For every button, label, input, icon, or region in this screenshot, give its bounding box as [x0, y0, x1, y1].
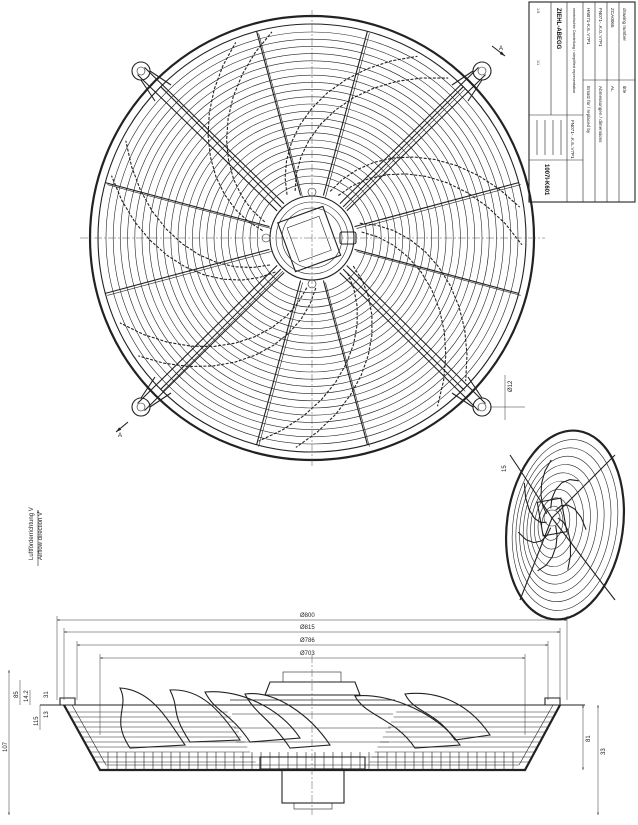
dim-d4: Ø703 — [300, 651, 315, 657]
mount-hole-bl — [131, 397, 151, 417]
dim-h-f: 13 — [44, 711, 50, 718]
perspective-view: 15 — [502, 429, 626, 621]
tb-company: ZIEHL-ABEGG — [555, 8, 561, 50]
tb-scale: 1:5 — [536, 8, 540, 13]
tb-row2-num: FN071-..K.0..V7P1 — [598, 8, 603, 47]
tb-col-drawing-number: drawing number — [622, 8, 627, 41]
tb-sheet: 1/1 — [536, 60, 540, 65]
dim-h-g: 31 — [44, 691, 50, 698]
tb-drawing-no: 1007I-K601 — [543, 164, 549, 196]
mount-hole-tl — [131, 61, 151, 81]
dim-h-a: 33 — [601, 748, 607, 755]
tb-row3-num: HN071-K.6..V7P1 — [586, 8, 591, 45]
dimension-lines: Ø800 Ø815 Ø786 Ø703 107 85 14.2 115 13 3… — [3, 613, 607, 815]
tb-row1-title: AL — [610, 86, 615, 92]
dim-d1: Ø800 — [300, 613, 315, 619]
section-marker-bottom: A — [118, 433, 122, 439]
side-view: Ø800 Ø815 Ø786 Ø703 107 85 14.2 115 13 3… — [3, 613, 607, 815]
title-block: drawing number title ZCA0065 AL FN071-..… — [528, 1, 636, 203]
dim-h-e: 14.2 — [24, 690, 30, 702]
front-view: A A Ø12 — [80, 10, 545, 468]
mount-hole-tr — [472, 61, 492, 81]
side-blades — [119, 687, 491, 749]
hole-diameter-label: Ø12 — [508, 380, 514, 392]
airflow-labels: Luftförderrichtung V Airflow direction V — [29, 507, 44, 566]
view-marker: 15 — [502, 465, 508, 472]
tb-part-number: FN071-..K.6..V7P1 — [570, 120, 575, 159]
tb-note: vereinfachte Darstellung / simplified re… — [572, 8, 576, 93]
dim-h-d: 115 — [34, 716, 40, 726]
tb-row2-title: Abmessungen / dimensions — [598, 86, 603, 143]
airflow-label-en: Airflow direction V — [38, 512, 44, 560]
dim-h-total: 107 — [3, 741, 9, 752]
dim-h-b: 81 — [586, 735, 592, 742]
dim-h-c: 85 — [14, 691, 20, 698]
guard-basket — [63, 704, 561, 772]
dim-d2: Ø815 — [300, 625, 315, 631]
guard-struts — [105, 31, 521, 447]
section-marker-top: A — [499, 46, 503, 52]
tb-row3-title: Ersatz für / replaced by — [586, 86, 591, 134]
tb-col-title: title — [622, 86, 627, 94]
airflow-label-de: Luftförderrichtung V — [29, 507, 35, 560]
dim-d3: Ø786 — [300, 638, 315, 644]
tb-row1-num: ZCA0065 — [610, 8, 615, 28]
